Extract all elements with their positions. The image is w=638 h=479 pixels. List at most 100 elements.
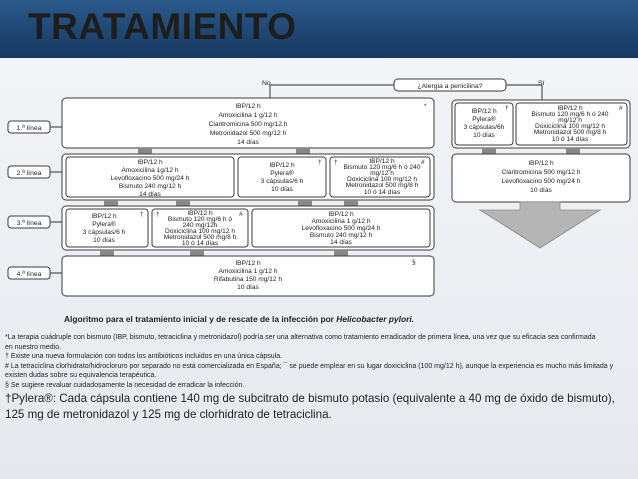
yes-line1-marker-l: †	[505, 105, 509, 112]
no-line3-left-text-4: 10 días	[93, 237, 115, 244]
footnotes: *La terapia cuádruple con bismuto (IBP, …	[5, 333, 633, 390]
yes-line2-text-4: 10 días	[530, 187, 552, 194]
no-line3-mid-text-2: Bismuto 120 mg/6 h ó	[168, 216, 232, 223]
yes-line1-left-text-3: 3 cápsulas/6h	[464, 124, 505, 131]
no-line2-right-text-5: Metronidazol 500 mg/8 h	[346, 182, 419, 189]
no-line4-text-2: Amoxicilina 1 g/12 h	[218, 268, 277, 275]
no-line3-mid-marker-r: #	[239, 211, 243, 218]
algorithm-svg: ¿Alergia a penicilina? No Sí 1.ª línea 2…	[7, 78, 631, 324]
yes-line1-left-text-1: IBP/12 h	[471, 108, 497, 115]
bar-2b	[176, 200, 190, 206]
no-line2-mid-text-3: 3 cápsulas/6 h	[261, 178, 304, 185]
yes-line1-right-text-4: Doxiciclina 100 mg/12 h	[535, 123, 605, 130]
footnote-4: # La tetraciclina clorhidrato/hidrocloru…	[5, 362, 614, 380]
no-line2-right-marker-l: †	[334, 159, 338, 166]
down-arrow-icon	[478, 201, 602, 249]
no-line2-right-marker-r: #	[421, 159, 425, 166]
bar-3a	[100, 250, 114, 256]
no-line1-box	[61, 97, 435, 149]
yes-line1-left-box	[454, 102, 514, 146]
no-line4-text-4: 10 días	[237, 284, 259, 291]
no-line2-mid-text-2: Pylera®	[270, 169, 294, 177]
footnote-1: *La terapia cuádruple con bismuto (IBP, …	[5, 334, 596, 341]
treatment-algorithm-diagram: ¿Alergia a penicilina? No Sí 1.ª línea 2…	[0, 58, 638, 334]
title-bar	[0, 0, 638, 58]
no-line3-right-text-2: Amoxicilina 1 g/12 h	[311, 218, 370, 225]
no-line3-left-text-2: Pylera®	[92, 220, 116, 228]
yes-line2-text-3: Levofloxacino 500 mg/24 h	[502, 178, 581, 185]
bar-yes-1b	[566, 148, 580, 154]
line-label-1: 1.ª línea	[17, 125, 42, 132]
bar-2d	[344, 200, 358, 206]
bar-3c	[334, 250, 348, 256]
decision-question: ¿Alergia a penicilina?	[418, 83, 483, 90]
no-line1-text-3: Claritromicina 500 mg/12 h	[209, 121, 288, 128]
no-line4-text-3: Rifabutina 150 mg/12 h	[214, 276, 283, 283]
no-connector	[269, 84, 394, 98]
no-line1-marker: *	[424, 103, 427, 110]
line-label-4: 4.ª línea	[17, 271, 42, 278]
bar-3b	[190, 250, 204, 256]
no-line3-right-box	[251, 208, 431, 248]
diagram-caption: Algoritmo para el tratamiento inicial y …	[64, 314, 414, 324]
bar-2c	[298, 200, 312, 206]
footnote-2: en nuestro medio.	[5, 343, 62, 351]
no-line2-right-text-1: IBP/12 h	[369, 158, 395, 165]
yes-line1-right-text-3: mg/12 h	[558, 117, 582, 124]
no-line2-left-text-2: Amoxicilina 1g/12 h	[121, 167, 179, 174]
no-line4-box	[61, 255, 435, 297]
yes-line1-right-text-2: Bismuto 120 mg/6 h ó 240	[532, 111, 609, 118]
no-line1-text-4: Metronidazol 500 mg/12 h	[210, 130, 287, 137]
no-line3-mid-text-4: Doxiciclina 100 mg/12 h	[165, 228, 235, 235]
bar-2a	[104, 200, 118, 206]
line-label-2: 2.ª línea	[17, 170, 42, 177]
yes-line2-text-2: Claritromicina 500 mg/12 h	[502, 169, 581, 176]
yes-line1-left-text-2: Pylera®	[472, 115, 496, 123]
no-line3-mid-text-1: IBP/12 h	[187, 210, 213, 217]
no-line3-mid-box	[151, 208, 249, 248]
no-line1-text-5: 14 días	[237, 139, 259, 146]
no-line3-right-text-4: Bismuto 240 mg/12 h	[310, 232, 373, 239]
no-line2-left-text-5: 14 días	[139, 191, 161, 198]
no-line2-right-box	[329, 156, 431, 198]
yes-line1-right-box	[515, 102, 628, 146]
footnote-5: § Se sugiere revaluar cuidadosamente la …	[5, 381, 245, 389]
decision-yes-label: Sí	[538, 80, 545, 87]
bar-1a	[138, 148, 152, 154]
bar-1b	[296, 148, 310, 154]
no-line2-mid-text-4: 10 días	[271, 186, 293, 193]
no-line2-left-text-3: Levofloxacino 500 mg/24 h	[111, 175, 190, 182]
no-line2-right-text-4: Doxiciclina 100 mg/12 h	[347, 176, 417, 183]
no-line2-mid-box	[237, 156, 327, 198]
yes-line1-right-text-5: Metronidazol 500 mg/8 h	[534, 129, 607, 136]
decision-no-label: No	[262, 80, 271, 87]
no-line2-left-text-4: Bismuto 240 mg/12 h	[119, 183, 182, 190]
no-line2-mid-text-1: IBP/12 h	[269, 162, 295, 169]
yes-connector	[506, 84, 543, 100]
no-line2-mid-marker: †	[318, 159, 322, 166]
no-line1-text-1: IBP/12 h	[235, 103, 261, 110]
diagram-caption-prefix: Algoritmo para el tratamiento inicial y …	[64, 314, 336, 324]
no-line3-right-text-1: IBP/12 h	[328, 211, 354, 218]
no-line1-text-2: Amoxicilina 1 g/12 h	[218, 112, 277, 119]
bar-yes-1a	[482, 148, 496, 154]
no-line3-left-text-1: IBP/12 h	[91, 213, 117, 220]
no-line4-text-1: IBP/12 h	[235, 260, 261, 267]
no-line3-mid-text-6: 10 ó 14 días	[182, 240, 219, 247]
line-label-3: 3.ª línea	[17, 220, 42, 227]
no-line2-right-text-3: mg/12 h	[370, 170, 394, 177]
no-line3-mid-text-5: Metronidazol 500 mg/8 h	[164, 234, 237, 241]
slide-title: TRATAMIENTO	[28, 6, 297, 47]
no-line2-left-text-1: IBP/12 h	[137, 159, 163, 166]
pylera-note: †Pylera®: Cada cápsula contiene 140 mg d…	[5, 392, 615, 421]
diagram-caption-italic: Helicobacter pylori.	[336, 314, 414, 324]
no-line2-right-text-6: 10 ó 14 días	[364, 189, 401, 196]
no-line3-right-text-3: Levofloxacino 500 mg/24 h	[302, 225, 381, 232]
no-line3-mid-marker-l: †	[156, 211, 160, 218]
yes-line2-text-1: IBP/12 h	[528, 160, 554, 167]
yes-line1-marker-r: #	[619, 105, 623, 112]
yes-line1-right-text-1: IBP/12 h	[557, 105, 583, 112]
no-line3-right-text-5: 14 días	[330, 239, 352, 246]
no-line3-left-text-3: 3 cápsulas/6 h	[83, 229, 126, 236]
